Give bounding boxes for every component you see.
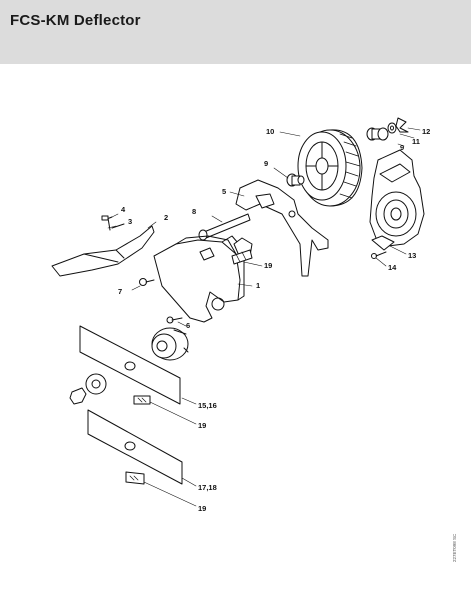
nut-washer-part	[69, 373, 107, 405]
callout-19-mid: 19	[198, 421, 206, 430]
wheel-part	[297, 129, 363, 207]
callout-6: 6	[186, 321, 190, 330]
screw-3-4-part	[101, 215, 125, 231]
callout-13: 13	[408, 251, 416, 260]
bracket-arm-part	[235, 179, 329, 277]
deflector-housing-part	[153, 235, 253, 323]
axle-hardware-part	[366, 117, 409, 141]
screw-7-part	[139, 278, 155, 286]
shield-plate-part	[51, 225, 155, 277]
callout-15-16: 15,16	[198, 401, 217, 410]
blade-15-16-part	[79, 325, 181, 405]
callout-9-right: 9	[400, 143, 404, 152]
callout-4: 4	[121, 205, 126, 214]
callout-8: 8	[192, 207, 196, 216]
gear-housing-part	[369, 149, 425, 251]
callout-7: 7	[118, 287, 122, 296]
callout-5: 5	[222, 187, 226, 196]
blade-17-18-part	[87, 409, 183, 485]
callout-12: 12	[422, 127, 430, 136]
callout-2: 2	[164, 213, 168, 222]
callout-17-18: 17,18	[198, 483, 217, 492]
callout-19-bottom: 19	[198, 504, 206, 513]
callout-10: 10	[266, 127, 274, 136]
sticker-19-part	[125, 249, 253, 485]
callout-1: 1	[256, 281, 260, 290]
callout-3: 3	[128, 217, 132, 226]
screw-6-part	[166, 316, 183, 324]
screw-14-part	[371, 251, 387, 259]
drawing-code: 227ET098 SC	[452, 533, 457, 562]
callout-14: 14	[388, 263, 397, 272]
header-bar: FCS-KM Deflector	[0, 0, 471, 64]
callout-19-top: 19	[264, 261, 272, 270]
callout-11: 11	[412, 137, 420, 146]
flange-part	[151, 327, 189, 361]
page-title: FCS-KM Deflector	[10, 12, 141, 29]
callout-9-left: 9	[264, 159, 268, 168]
bolt-9-part	[286, 173, 305, 187]
leader-lines	[107, 127, 421, 507]
